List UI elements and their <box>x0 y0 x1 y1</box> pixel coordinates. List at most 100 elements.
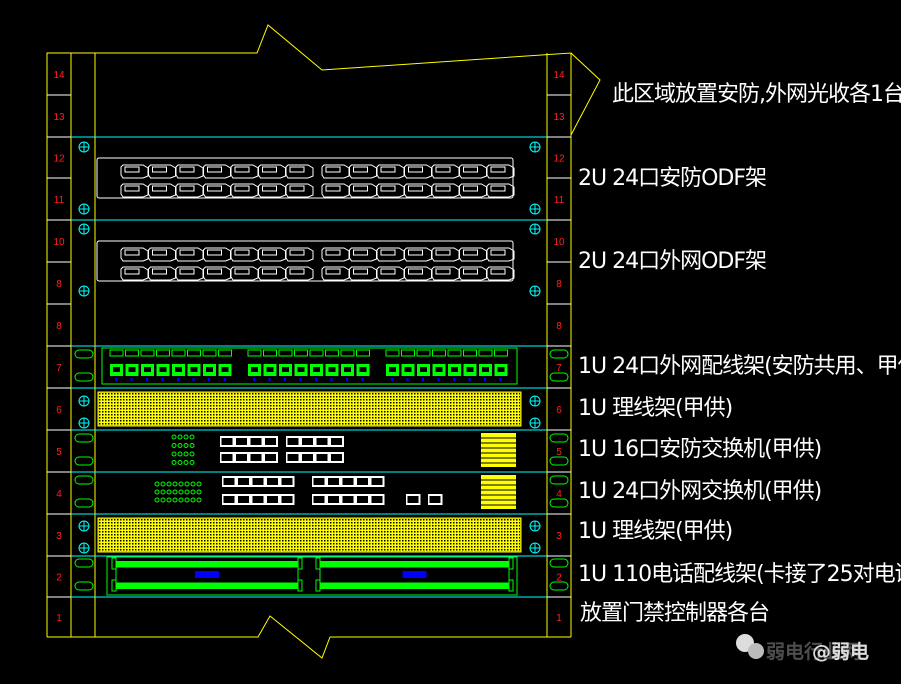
port-label-box <box>125 349 139 357</box>
led-indicator-icon <box>172 497 178 503</box>
fiber-adapter-icon <box>258 266 286 281</box>
port-number <box>361 378 364 381</box>
mounting-slot-icon <box>74 498 94 508</box>
110-block-strip <box>320 583 509 589</box>
port-number <box>468 378 471 381</box>
led-indicator-icon <box>160 497 166 503</box>
rj45-port-icon <box>313 496 325 503</box>
led-indicator-icon <box>196 497 202 503</box>
fiber-adapter-icon <box>376 164 405 179</box>
rj45-port-icon <box>252 496 264 503</box>
rj45-port-icon <box>250 438 262 445</box>
led-indicator-icon <box>183 434 189 440</box>
mounting-slot-icon <box>549 349 569 359</box>
unit-number-left: 13 <box>53 112 65 123</box>
led-indicator-icon <box>172 489 178 495</box>
port-label-box <box>278 349 293 357</box>
label-access-control: 放置门禁控制器各台 <box>580 601 769 626</box>
led-indicator-icon <box>160 489 166 495</box>
110-wiring-panel <box>106 556 518 596</box>
port-label-box <box>356 349 370 357</box>
unit-number-left: 11 <box>54 195 65 206</box>
rj45-port-icon <box>221 438 233 445</box>
rj45-port-icon <box>328 478 339 485</box>
port-number <box>223 378 226 381</box>
fiber-adapter-icon <box>404 247 432 262</box>
port-label-box <box>309 349 324 357</box>
port-number <box>499 378 502 381</box>
mounting-hole-icon <box>78 542 90 554</box>
fiber-adapter-icon <box>349 183 377 198</box>
port-number <box>346 378 348 381</box>
mounting-hole-icon <box>529 520 541 532</box>
fiber-adapter-icon <box>120 247 149 262</box>
unit-number-left: 14 <box>53 70 65 81</box>
fiber-adapter-icon <box>376 247 405 262</box>
unit-number-left: 8 <box>56 279 62 290</box>
fiber-adapter-icon <box>459 247 487 262</box>
mounting-hole-icon <box>78 520 90 532</box>
rj45-port-icon <box>236 438 247 445</box>
rj45-port-icon <box>328 496 339 503</box>
unit-number-right: 4 <box>556 489 562 500</box>
mounting-hole-icon <box>78 203 90 215</box>
fiber-adapter-icon <box>431 164 460 179</box>
watermark-text: 弱电行业网 <box>766 640 861 663</box>
rj45-port-icon <box>281 496 293 503</box>
port-label-box <box>140 349 155 357</box>
rj45-port-icon <box>267 478 278 485</box>
rj45-port-icon <box>252 478 264 485</box>
led-indicator-icon <box>171 451 177 457</box>
mounting-slot-icon <box>74 581 94 591</box>
rj45-port-icon <box>265 454 276 461</box>
fiber-adapter-icon <box>203 247 231 262</box>
label-110-panel: 1U 110电话配线架(卡接了25对电话线) <box>578 562 901 587</box>
unit-number-left: 1 <box>56 613 62 624</box>
port-label-box <box>463 349 477 357</box>
port-number <box>391 378 393 381</box>
switch-port-group <box>220 452 278 463</box>
rj45-port-icon <box>238 496 249 503</box>
unit-number-left: 10 <box>53 237 65 248</box>
switch-port-group <box>286 436 344 447</box>
mounting-hole-icon <box>529 203 541 215</box>
rj45-port-icon <box>250 454 262 461</box>
rj45-port-icon <box>331 454 342 461</box>
rj45-port-icon <box>223 478 235 485</box>
mounting-hole-icon <box>529 285 541 297</box>
fiber-adapter-icon <box>285 164 314 179</box>
patch-panel <box>101 347 518 385</box>
fiber-adapter-icon <box>203 164 231 179</box>
fiber-adapter-icon <box>285 183 314 198</box>
fiber-adapter-icon <box>376 266 405 281</box>
unit-number-left: 2 <box>56 573 62 584</box>
port-label-box <box>494 349 508 357</box>
mounting-hole-icon <box>78 285 90 297</box>
fiber-adapter-icon <box>321 164 350 179</box>
port-label-box <box>432 349 446 357</box>
110-block-strip <box>320 561 509 567</box>
mounting-hole-icon <box>529 223 541 235</box>
unit-number-left: 5 <box>56 447 62 458</box>
led-indicator-icon <box>184 481 190 487</box>
mounting-hole-icon <box>78 141 90 153</box>
port-number <box>422 378 424 381</box>
fiber-adapter-icon <box>285 247 314 262</box>
port-number <box>299 378 302 381</box>
mounting-slot-icon <box>74 349 94 359</box>
led-indicator-icon <box>184 497 190 503</box>
port-label-box <box>294 349 308 357</box>
label-cable-manager-1: 1U 理线架(甲供) <box>578 396 732 421</box>
fiber-adapter-icon <box>486 247 515 262</box>
port-label-box <box>325 349 339 357</box>
rj45-port-icon <box>371 478 383 485</box>
mounting-slot-icon <box>549 433 569 443</box>
unit-number-right: 10 <box>553 237 565 248</box>
led-indicator-icon <box>189 451 195 457</box>
mounting-hole-icon <box>529 395 541 407</box>
port-number <box>406 378 409 381</box>
mounting-hole-icon <box>529 417 541 429</box>
port-number <box>330 378 333 381</box>
watermark: 弱电行业网 @弱电 <box>736 634 869 663</box>
fiber-adapter-icon <box>285 266 314 281</box>
